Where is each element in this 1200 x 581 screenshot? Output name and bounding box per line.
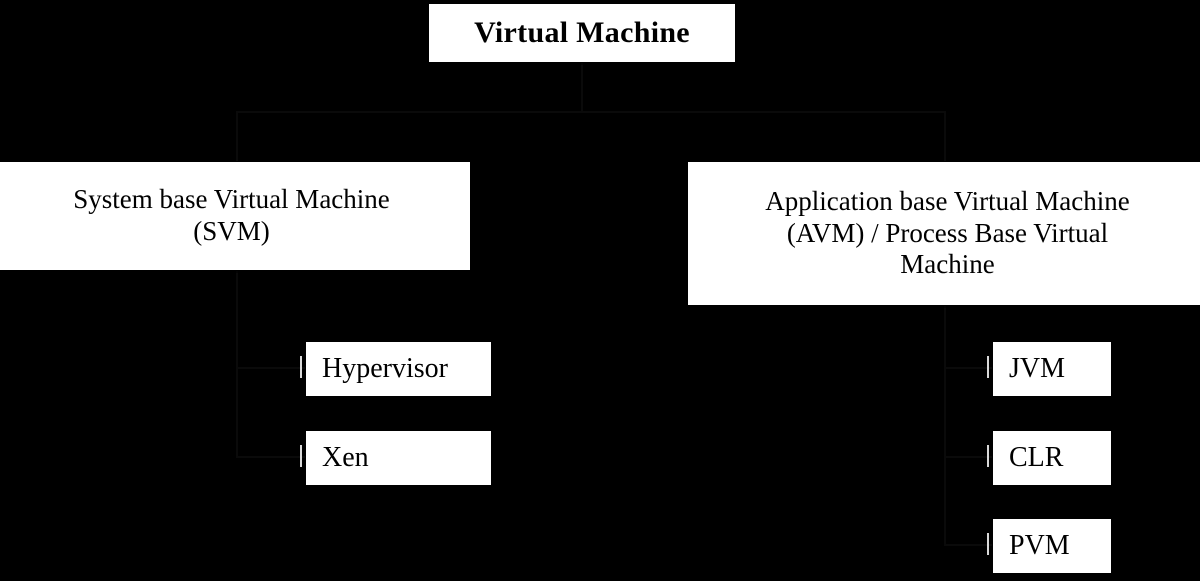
connector-avm-spine-lower xyxy=(944,456,946,546)
tick-clr-left xyxy=(987,445,989,467)
node-clr[interactable]: CLR xyxy=(992,430,1112,486)
connector-avm-spine-mid xyxy=(944,367,946,458)
node-root-label: Virtual Machine xyxy=(474,16,690,50)
connector-root-to-branches-vertical xyxy=(581,63,583,112)
tick-jvm-left xyxy=(987,356,989,378)
node-application-base-vm[interactable]: Application base Virtual Machine (AVM) /… xyxy=(687,161,1200,306)
connector-svm-to-xen xyxy=(236,456,305,458)
node-hypervisor[interactable]: Hypervisor xyxy=(305,341,492,397)
connector-avm-spine xyxy=(944,306,946,369)
connector-down-to-avm xyxy=(944,111,946,161)
node-xen-label: Xen xyxy=(322,442,369,474)
node-xen[interactable]: Xen xyxy=(305,430,492,486)
node-virtual-machine-root[interactable]: Virtual Machine xyxy=(428,3,736,63)
connector-svm-spine-lower xyxy=(236,367,238,458)
node-system-base-vm-line-1: System base Virtual Machine xyxy=(73,184,390,215)
node-jvm[interactable]: JVM xyxy=(992,341,1112,397)
node-application-base-vm-line-2: (AVM) / Process Base Virtual xyxy=(786,217,1109,248)
node-pvm-label: PVM xyxy=(1009,530,1070,562)
connector-root-to-branches-horizontal xyxy=(236,111,946,113)
connector-avm-to-clr xyxy=(944,456,992,458)
connector-svm-to-hypervisor xyxy=(236,367,305,369)
node-application-base-vm-line-1: Application base Virtual Machine xyxy=(765,185,1130,216)
node-jvm-label: JVM xyxy=(1009,353,1066,385)
node-system-base-vm-line-2: (SVM) xyxy=(193,216,270,246)
tick-xen-left xyxy=(300,445,302,467)
node-application-base-vm-line-3: Machine xyxy=(900,249,995,280)
tick-pvm-left xyxy=(987,533,989,555)
node-system-base-vm-label: System base Virtual Machine (SVM) xyxy=(1,184,462,248)
node-pvm[interactable]: PVM xyxy=(992,518,1112,574)
connector-svm-spine xyxy=(236,271,238,369)
tick-hypervisor-left xyxy=(300,356,302,378)
node-clr-label: CLR xyxy=(1009,442,1064,474)
connector-down-to-svm xyxy=(236,111,238,161)
node-system-base-vm[interactable]: System base Virtual Machine (SVM) xyxy=(0,161,471,271)
node-hypervisor-label: Hypervisor xyxy=(322,353,448,385)
node-application-base-vm-label: Application base Virtual Machine (AVM) /… xyxy=(696,186,1199,282)
connector-avm-to-jvm xyxy=(944,367,992,369)
connector-avm-to-pvm xyxy=(944,544,992,546)
